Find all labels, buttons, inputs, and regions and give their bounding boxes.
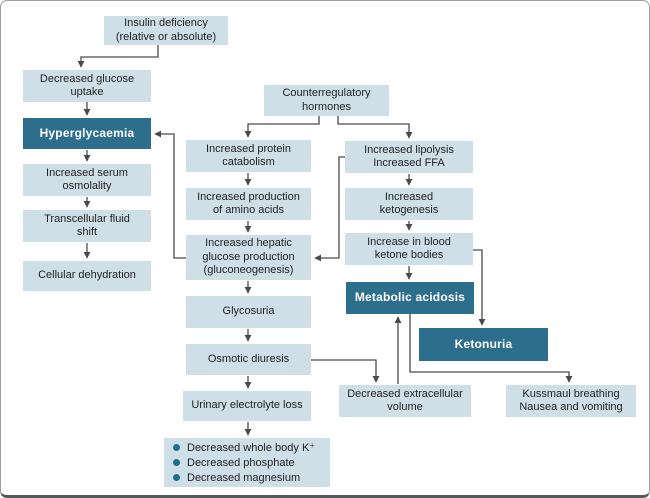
node-increased-lipolysis: Increased lipolysis Increased FFA <box>345 141 473 173</box>
arrow-lipolysis-to-hepatic <box>314 156 345 262</box>
node-transcellular-fluid-shift: Transcellular fluid shift <box>23 210 151 242</box>
node-kussmaul-breathing: Kussmaul breathing Nausea and vomiting <box>506 385 636 417</box>
node-decreased-glucose-uptake: Decreased glucose uptake <box>23 70 151 102</box>
arrow-hepatic-to-hyperglycaemia <box>154 130 186 259</box>
bullet-icon <box>173 474 180 481</box>
node-increased-protein-catabolism: Increased protein catabolism <box>186 140 311 172</box>
node-metabolic-acidosis: Metabolic acidosis <box>346 282 474 314</box>
node-increased-serum-osmolality: Increased serum osmolality <box>23 164 151 196</box>
node-electrolyte-losses: Decreased whole body K⁺ Decreased phosph… <box>164 438 330 487</box>
arrow-osmotic-diuresis-to-extracellular-volume <box>309 359 380 383</box>
node-osmotic-diuresis: Osmotic diuresis <box>186 344 311 375</box>
arrow-metabolic-acidosis-to-kussmaul <box>409 314 573 383</box>
bullet-text: Decreased whole body K⁺ <box>187 441 316 454</box>
node-urinary-electrolyte-loss: Urinary electrolyte loss <box>183 391 311 421</box>
node-hyperglycaemia: Hyperglycaemia <box>23 118 151 149</box>
node-increase-blood-ketone-bodies: Increase in blood ketone bodies <box>345 233 473 265</box>
arrow-hormones-to-lipolysis <box>337 116 413 139</box>
node-increased-ketogenesis: Increased ketogenesis <box>345 188 473 220</box>
bullet-icon <box>173 459 180 466</box>
node-glycosuria: Glycosuria <box>186 296 311 328</box>
bullet-icon <box>173 444 180 451</box>
bullet-text: Decreased magnesium <box>187 471 301 484</box>
node-decreased-extracellular-volume: Decreased extracellular volume <box>339 385 471 417</box>
node-ketonuria: Ketonuria <box>419 328 548 361</box>
arrow-ketone-bodies-to-ketonuria <box>473 249 486 326</box>
node-counterregulatory-hormones: Counterregulatory hormones <box>264 85 389 116</box>
list-item: Decreased phosphate <box>173 456 295 470</box>
arrow-hormones-to-protein-catabolism <box>244 116 320 138</box>
list-item: Decreased whole body K⁺ <box>173 441 315 455</box>
list-item: Decreased magnesium <box>173 471 300 485</box>
node-cellular-dehydration: Cellular dehydration <box>23 261 151 291</box>
arrow-insulin-to-glucose-uptake <box>77 45 159 68</box>
bullet-text: Decreased phosphate <box>187 456 295 469</box>
node-increased-hepatic-glucose-production: Increased hepatic glucose production (gl… <box>186 235 311 280</box>
node-increased-production-amino-acids: Increased production of amino acids <box>186 188 311 220</box>
node-insulin-deficiency: Insulin deficiency (relative or absolute… <box>104 16 228 45</box>
